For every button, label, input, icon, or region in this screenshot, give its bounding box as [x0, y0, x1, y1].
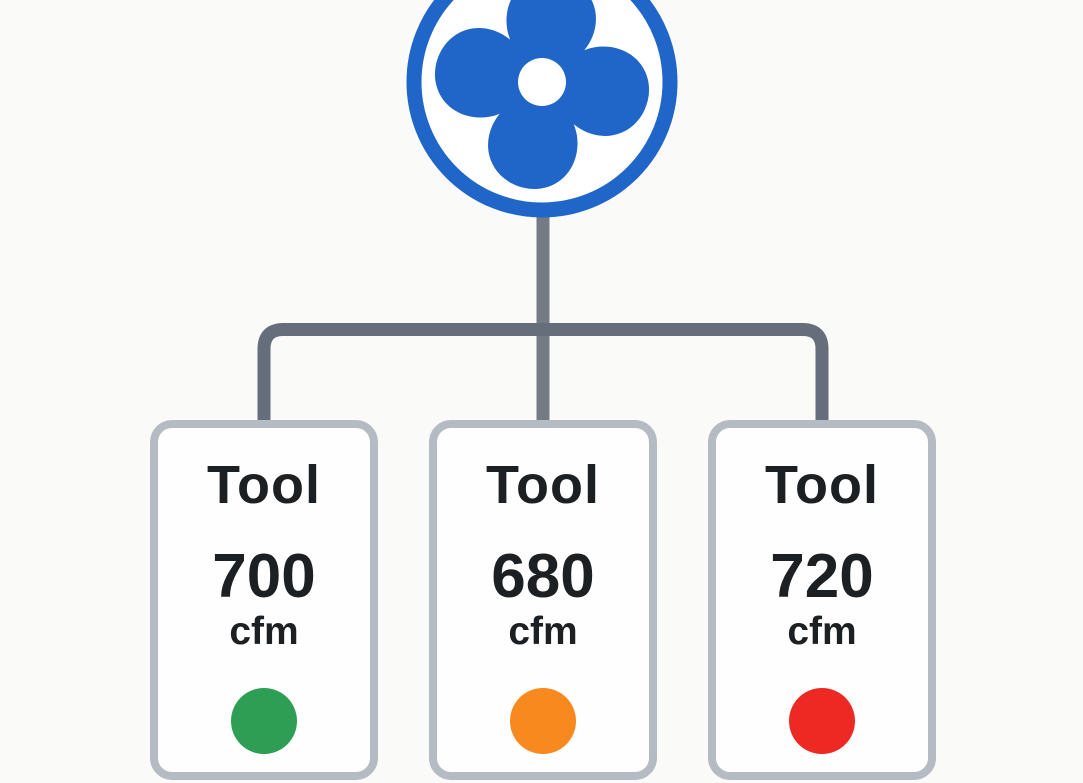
tool-cfm-value: 680: [491, 542, 595, 611]
status-indicator-dot: [231, 688, 297, 754]
tool-cfm-unit: cfm: [508, 610, 578, 653]
status-dot-green: [231, 688, 297, 754]
status-indicator-dot: [510, 688, 576, 754]
tool-node-2: Tool 680 cfm: [429, 420, 657, 780]
connector-branch-line: [257, 323, 829, 421]
tool-node-3: Tool 720 cfm: [708, 420, 936, 780]
status-dot-red: [789, 688, 855, 754]
tool-node-1: Tool 700 cfm: [150, 420, 378, 780]
fan-icon: [406, 0, 678, 218]
status-dot-orange: [510, 688, 576, 754]
tool-label: Tool: [765, 455, 879, 515]
status-indicator-dot: [789, 688, 855, 754]
tool-cfm-value: 700: [212, 542, 316, 611]
tool-label: Tool: [207, 455, 321, 515]
tool-cfm-value: 720: [770, 542, 874, 611]
tool-cfm-unit: cfm: [229, 610, 299, 653]
tool-cfm-unit: cfm: [787, 610, 857, 653]
tool-label: Tool: [486, 455, 600, 515]
fan-hub-hole: [518, 58, 566, 106]
